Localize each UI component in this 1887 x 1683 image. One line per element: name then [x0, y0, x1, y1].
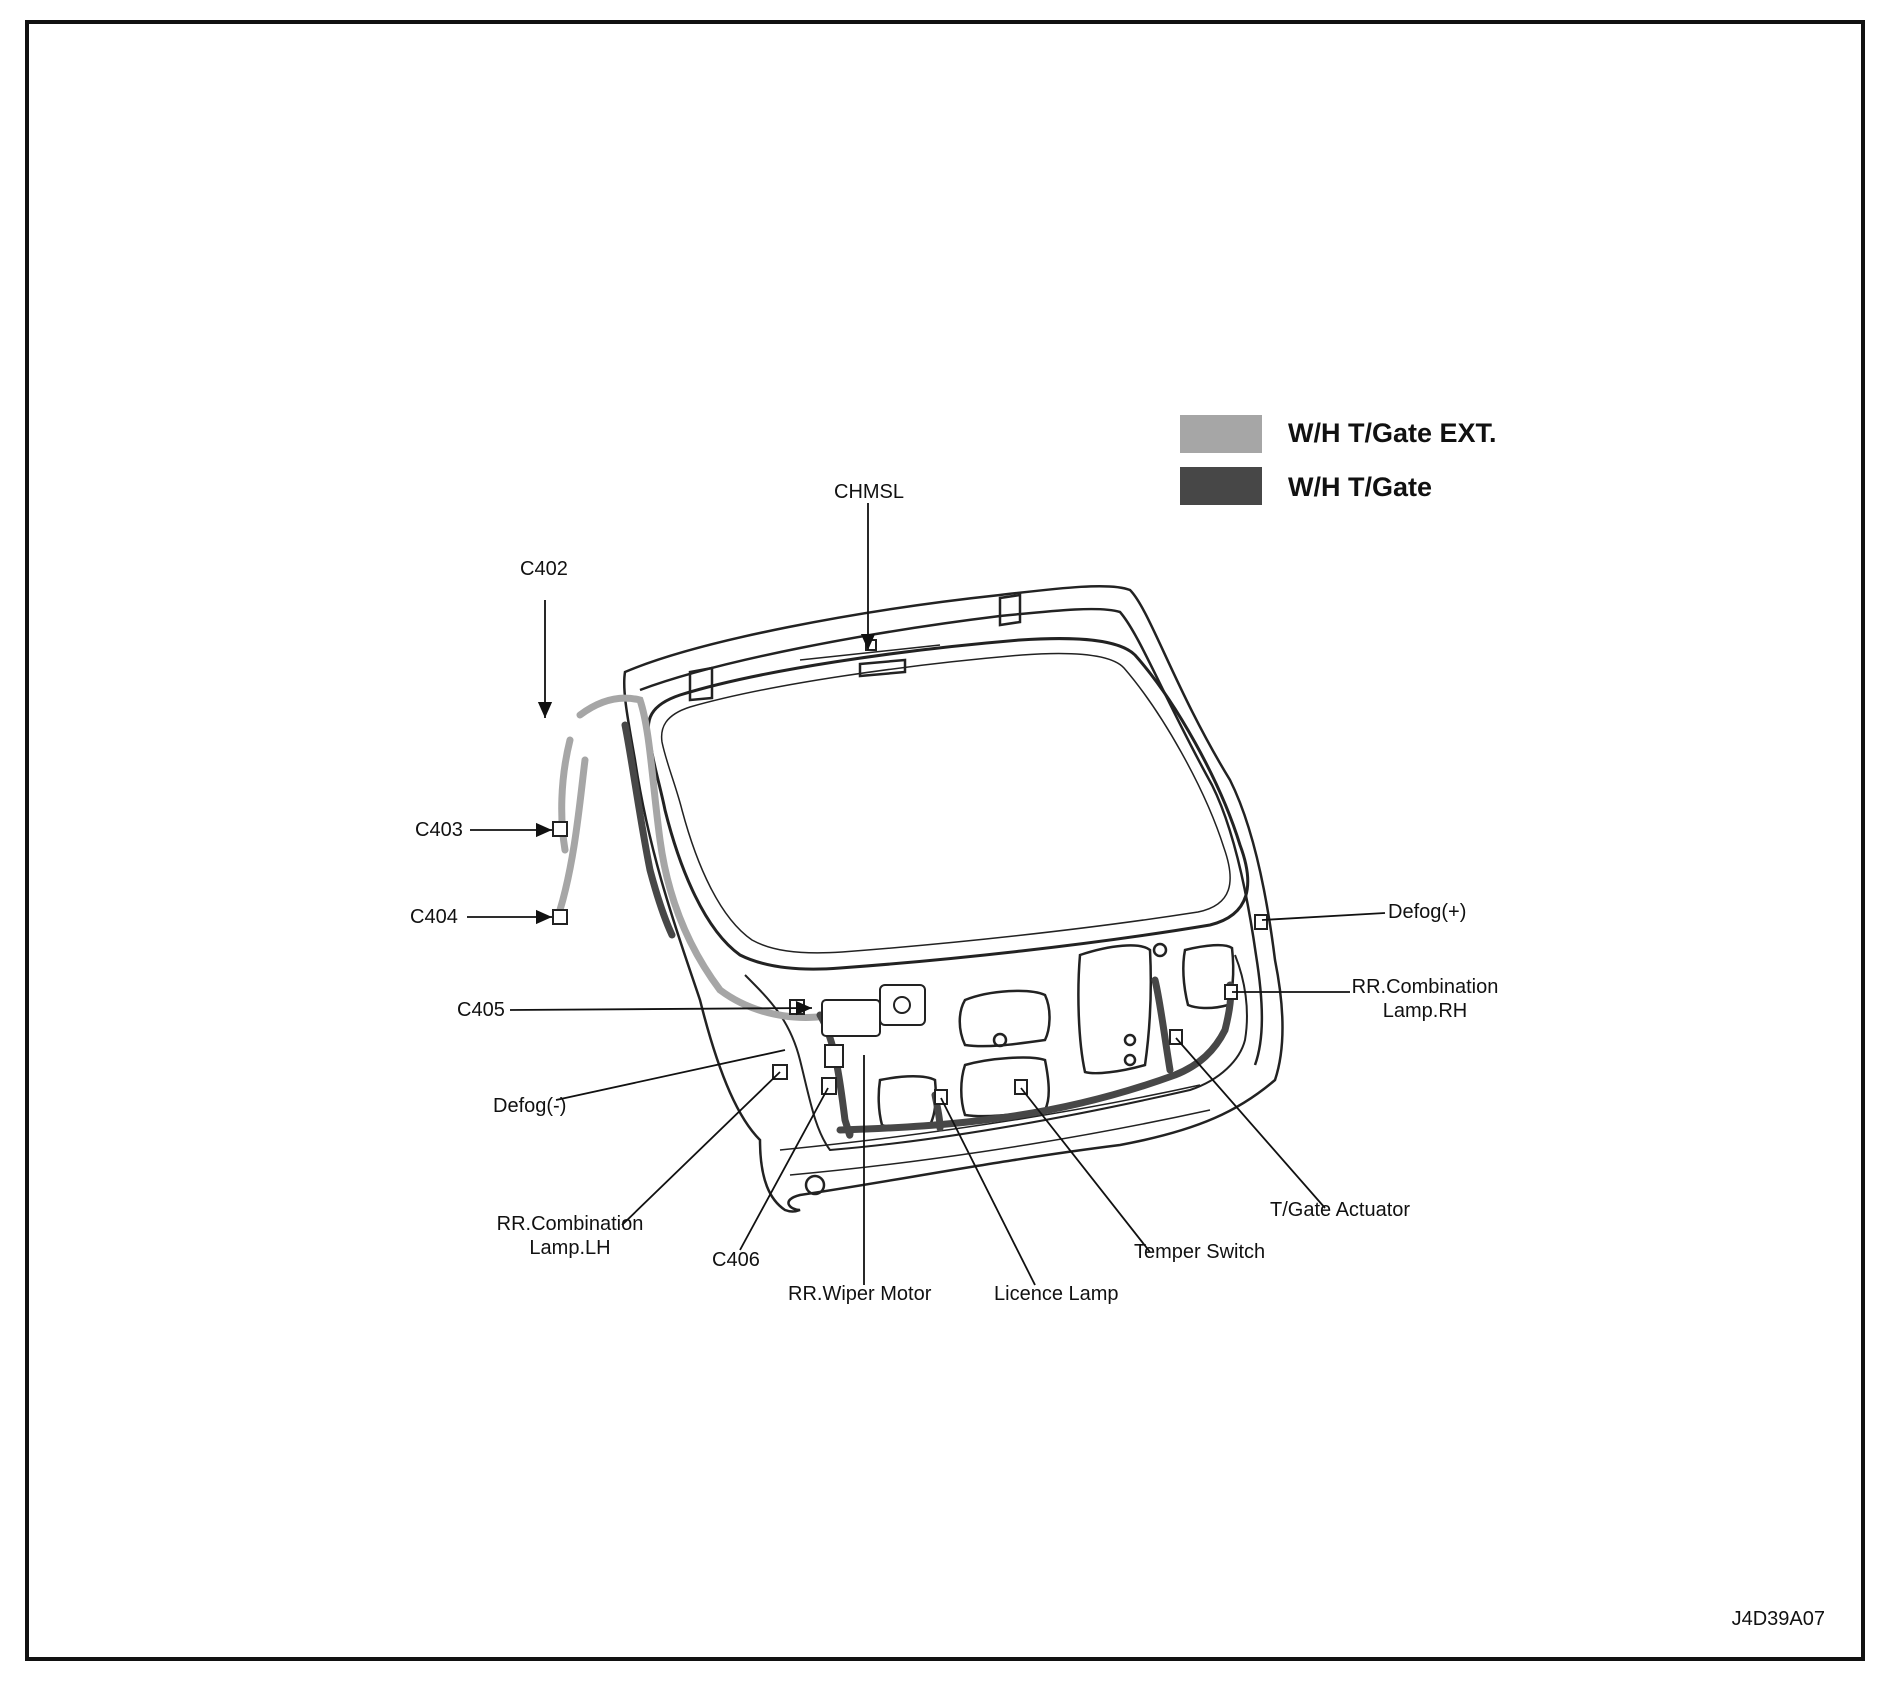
label-rr-comb-rh: RR.Combination Lamp.RH — [1345, 975, 1505, 1023]
leader-rr-comb-lh — [621, 1071, 781, 1226]
label-rr-comb-lh-line1: RR.Combination — [496, 1213, 644, 1235]
label-rr-comb-rh-line1: RR.Combination — [1351, 976, 1499, 998]
label-c402: C402 — [520, 558, 568, 580]
legend-swatch-main — [1180, 467, 1262, 505]
leader-c405 — [509, 1000, 813, 1016]
label-licence-lamp: Licence Lamp — [994, 1283, 1119, 1305]
reference-code: J4D39A07 — [1731, 1608, 1825, 1630]
leader-temper-switch — [1020, 1087, 1151, 1253]
wiper-motor — [821, 984, 926, 1068]
label-rr-comb-lh-line2: Lamp.LH — [529, 1237, 611, 1259]
leader-lines — [467, 503, 1386, 1286]
label-c404: C404 — [410, 906, 458, 928]
diagram-frame — [25, 20, 1865, 1661]
tailgate-body — [622, 584, 1284, 1213]
leader-defog-minus — [555, 1049, 786, 1101]
label-c403: C403 — [415, 819, 463, 841]
label-defog-plus: Defog(+) — [1388, 901, 1467, 923]
label-rr-wiper-motor: RR.Wiper Motor — [788, 1283, 932, 1305]
label-temper-switch: Temper Switch — [1134, 1241, 1266, 1263]
leader-c406 — [739, 1087, 829, 1251]
label-rr-comb-rh-line2: Lamp.RH — [1382, 1000, 1468, 1022]
leader-licence-lamp — [940, 1097, 1036, 1286]
leader-defog-plus — [1261, 912, 1386, 921]
legend-swatch-ext — [1180, 415, 1262, 453]
label-c406: C406 — [712, 1249, 760, 1271]
label-rr-comb-lh: RR.Combination Lamp.LH — [470, 1212, 670, 1260]
legend-label-ext: W/H T/Gate EXT. — [1288, 418, 1497, 448]
label-defog-minus: Defog(-) — [493, 1095, 567, 1117]
label-chmsl: CHMSL — [834, 481, 905, 503]
legend-label-main: W/H T/Gate — [1288, 472, 1433, 502]
harness-main — [621, 721, 1235, 1139]
label-c405: C405 — [457, 999, 505, 1021]
harness-ext — [556, 694, 834, 1021]
leader-tgate-actuator — [1175, 1037, 1326, 1209]
label-tgate-actuator: T/Gate Actuator — [1270, 1199, 1411, 1221]
